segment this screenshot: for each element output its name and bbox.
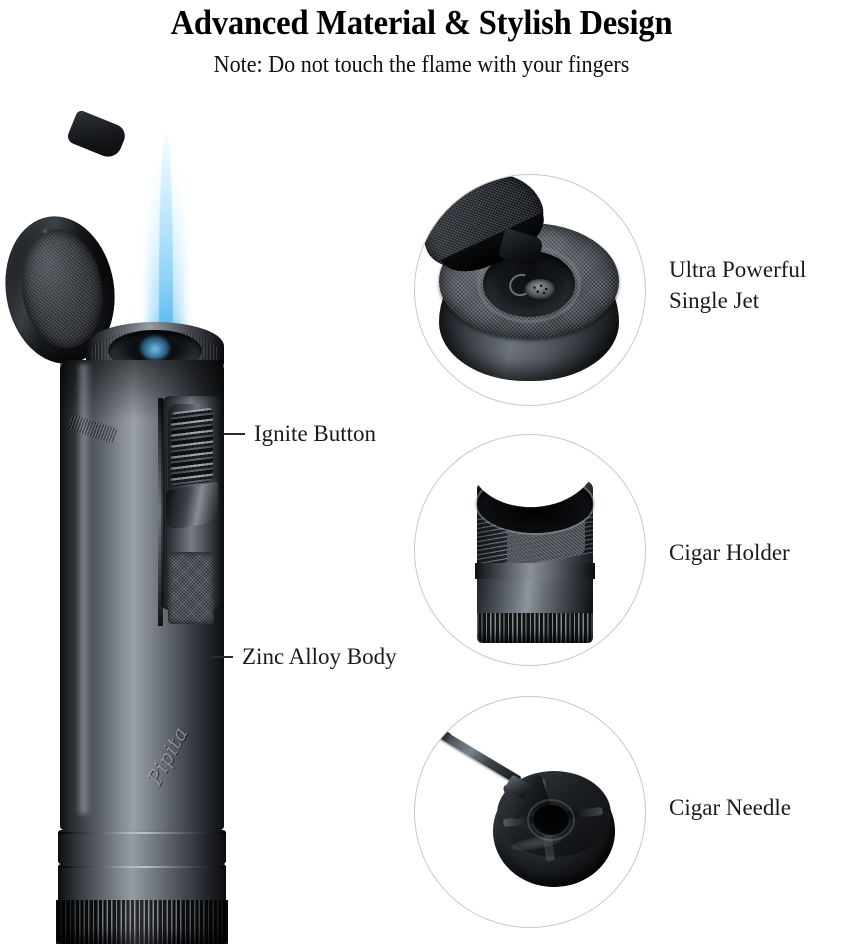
detail-label-cigar-holder-text: Cigar Holder (669, 540, 790, 565)
burner-flame-glow (140, 336, 170, 360)
page-title: Advanced Material & Stylish Design (170, 3, 673, 42)
header: Advanced Material & Stylish Design Note:… (0, 0, 843, 80)
cigar-holder-base-knurl (477, 613, 593, 643)
detail-circle-cigar-holder (414, 434, 646, 666)
lighter-product-illustration: Pipita (0, 109, 228, 944)
needle-punch-hole-rim (527, 799, 575, 841)
jet-nozzle-holes (529, 282, 551, 296)
callout-ignite-button-label: Ignite Button (254, 421, 377, 446)
detail-label-cigar-needle-text: Cigar Needle (669, 795, 791, 820)
leader-line-icon (223, 433, 245, 435)
barrel-highlight (76, 364, 92, 814)
callout-zinc-alloy-body-label: Zinc Alloy Body (242, 644, 397, 669)
detail-label-cigar-needle: Cigar Needle (669, 792, 791, 823)
barrel-band-lower (58, 864, 226, 904)
detail-label-single-jet-line2: Single Jet (669, 288, 760, 313)
grip-knurl-panel (168, 552, 214, 624)
barrel-band-line-lower (58, 866, 226, 868)
leader-line-icon (211, 656, 233, 658)
barrel-band-line-upper (58, 832, 226, 834)
detail-circle-cigar-needle (414, 696, 646, 928)
page-subtitle: Note: Do not touch the flame with your f… (213, 52, 630, 78)
barrel-band-upper (58, 830, 226, 864)
callout-ignite-button: Ignite Button (223, 418, 376, 449)
ignite-housing-edge (158, 398, 163, 626)
lid-hinge (65, 109, 129, 161)
ignite-button-ridges (171, 407, 213, 487)
cigar-holder-midband (475, 563, 595, 579)
base-knurl-shading (56, 900, 228, 944)
detail-label-single-jet-line1: Ultra Powerful (669, 257, 807, 282)
detail-label-single-jet: Ultra Powerful Single Jet (669, 254, 843, 316)
detail-circle-single-jet (414, 174, 646, 406)
detail-label-cigar-holder: Cigar Holder (669, 537, 790, 568)
callout-zinc-alloy-body: Zinc Alloy Body (211, 641, 397, 672)
